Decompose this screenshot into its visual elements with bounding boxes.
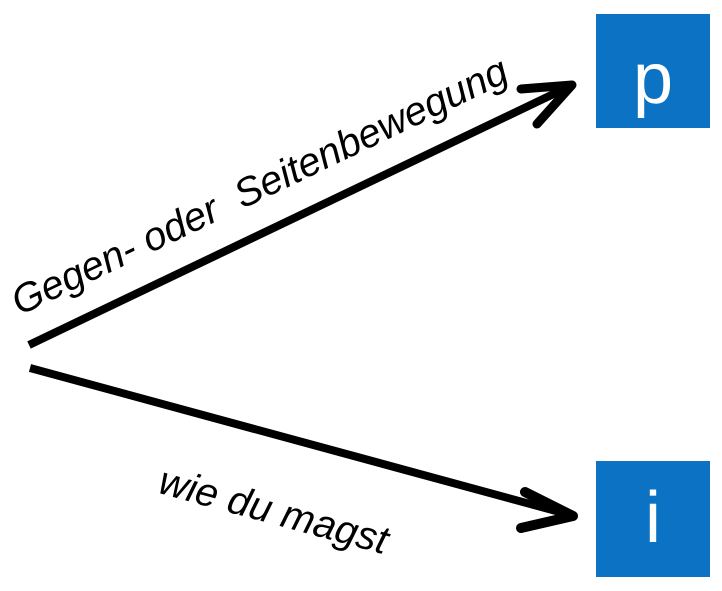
edge-top-arrowhead-icon	[516, 80, 577, 129]
node-label-i: i	[645, 478, 661, 558]
edge-bottom-arrow	[28, 364, 578, 533]
edge-bottom-line	[28, 364, 569, 518]
edge-top-arrow	[27, 80, 577, 349]
edge-bottom-arrowhead-icon	[516, 487, 578, 533]
node-label-p: p	[632, 39, 674, 119]
node-box-p[interactable]: p	[596, 14, 710, 128]
node-box-i[interactable]: i	[596, 461, 710, 577]
edge-top-line	[27, 84, 568, 349]
